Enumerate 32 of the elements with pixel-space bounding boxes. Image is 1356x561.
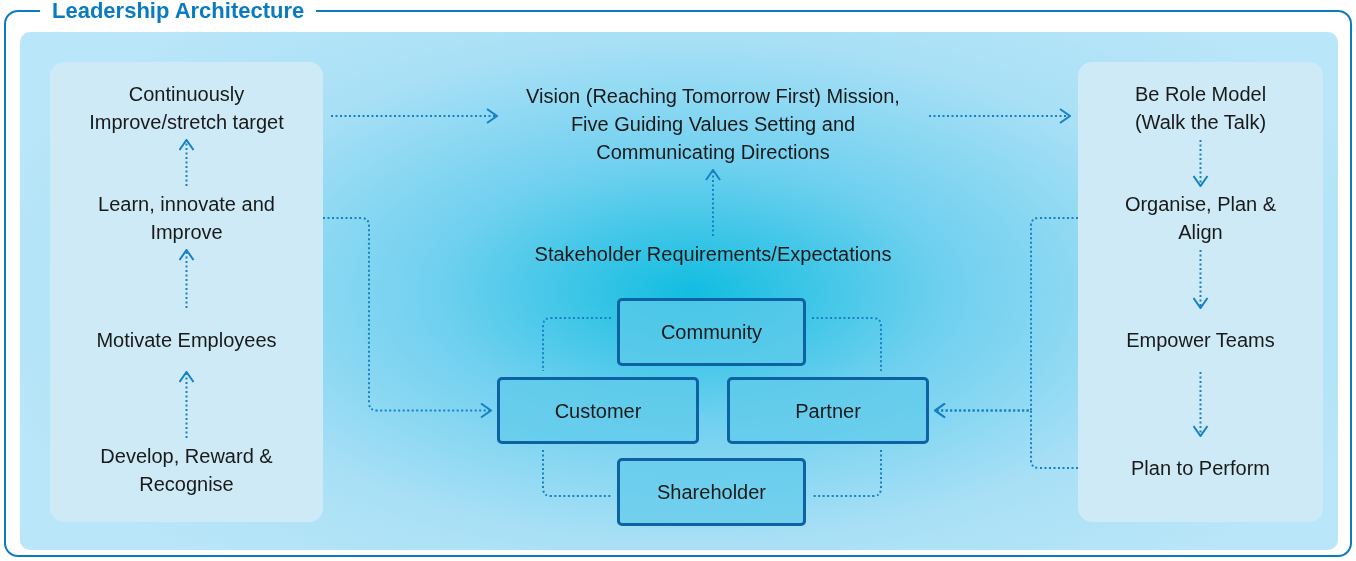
stakeholder-box: Partner <box>727 377 929 444</box>
arrow <box>178 371 195 439</box>
arrow <box>1192 371 1209 437</box>
connector-line <box>542 449 612 497</box>
step-text: Be Role Model (Walk the Talk) <box>1078 80 1323 136</box>
connector-line <box>542 317 612 372</box>
arrow <box>330 108 498 124</box>
step-text: Continuously Improve/stretch target <box>50 80 323 136</box>
step-text: Organise, Plan & Align <box>1078 190 1323 246</box>
stakeholder-box: Customer <box>497 377 699 444</box>
step-text: Stakeholder Requirements/Expectations <box>500 240 926 268</box>
side-panel <box>50 62 323 522</box>
arrow <box>322 217 492 419</box>
step-text: Learn, innovate and Improve <box>50 190 323 246</box>
step-text: Plan to Perform <box>1078 440 1323 496</box>
diagram-title: Leadership Architecture <box>40 0 317 22</box>
side-panel <box>1078 62 1323 522</box>
arrow <box>1192 249 1209 309</box>
arrow <box>705 169 721 237</box>
connector-line <box>811 449 882 497</box>
step-text: Develop, Reward & Recognise <box>50 442 323 498</box>
arrow <box>934 402 1079 469</box>
step-text: Vision (Reaching Tomorrow First) Mission, Five Guiding Values Setting and Communicating Directions <box>505 82 921 166</box>
connector-line <box>811 317 882 372</box>
arrow <box>178 139 195 187</box>
step-text: Empower Teams <box>1078 312 1323 368</box>
arrow <box>1192 139 1209 187</box>
stakeholder-box: Community <box>617 298 806 366</box>
arrow <box>178 249 195 309</box>
stakeholder-box: Shareholder <box>617 458 806 526</box>
step-text: Motivate Employees <box>50 312 323 368</box>
arrow <box>928 108 1071 124</box>
